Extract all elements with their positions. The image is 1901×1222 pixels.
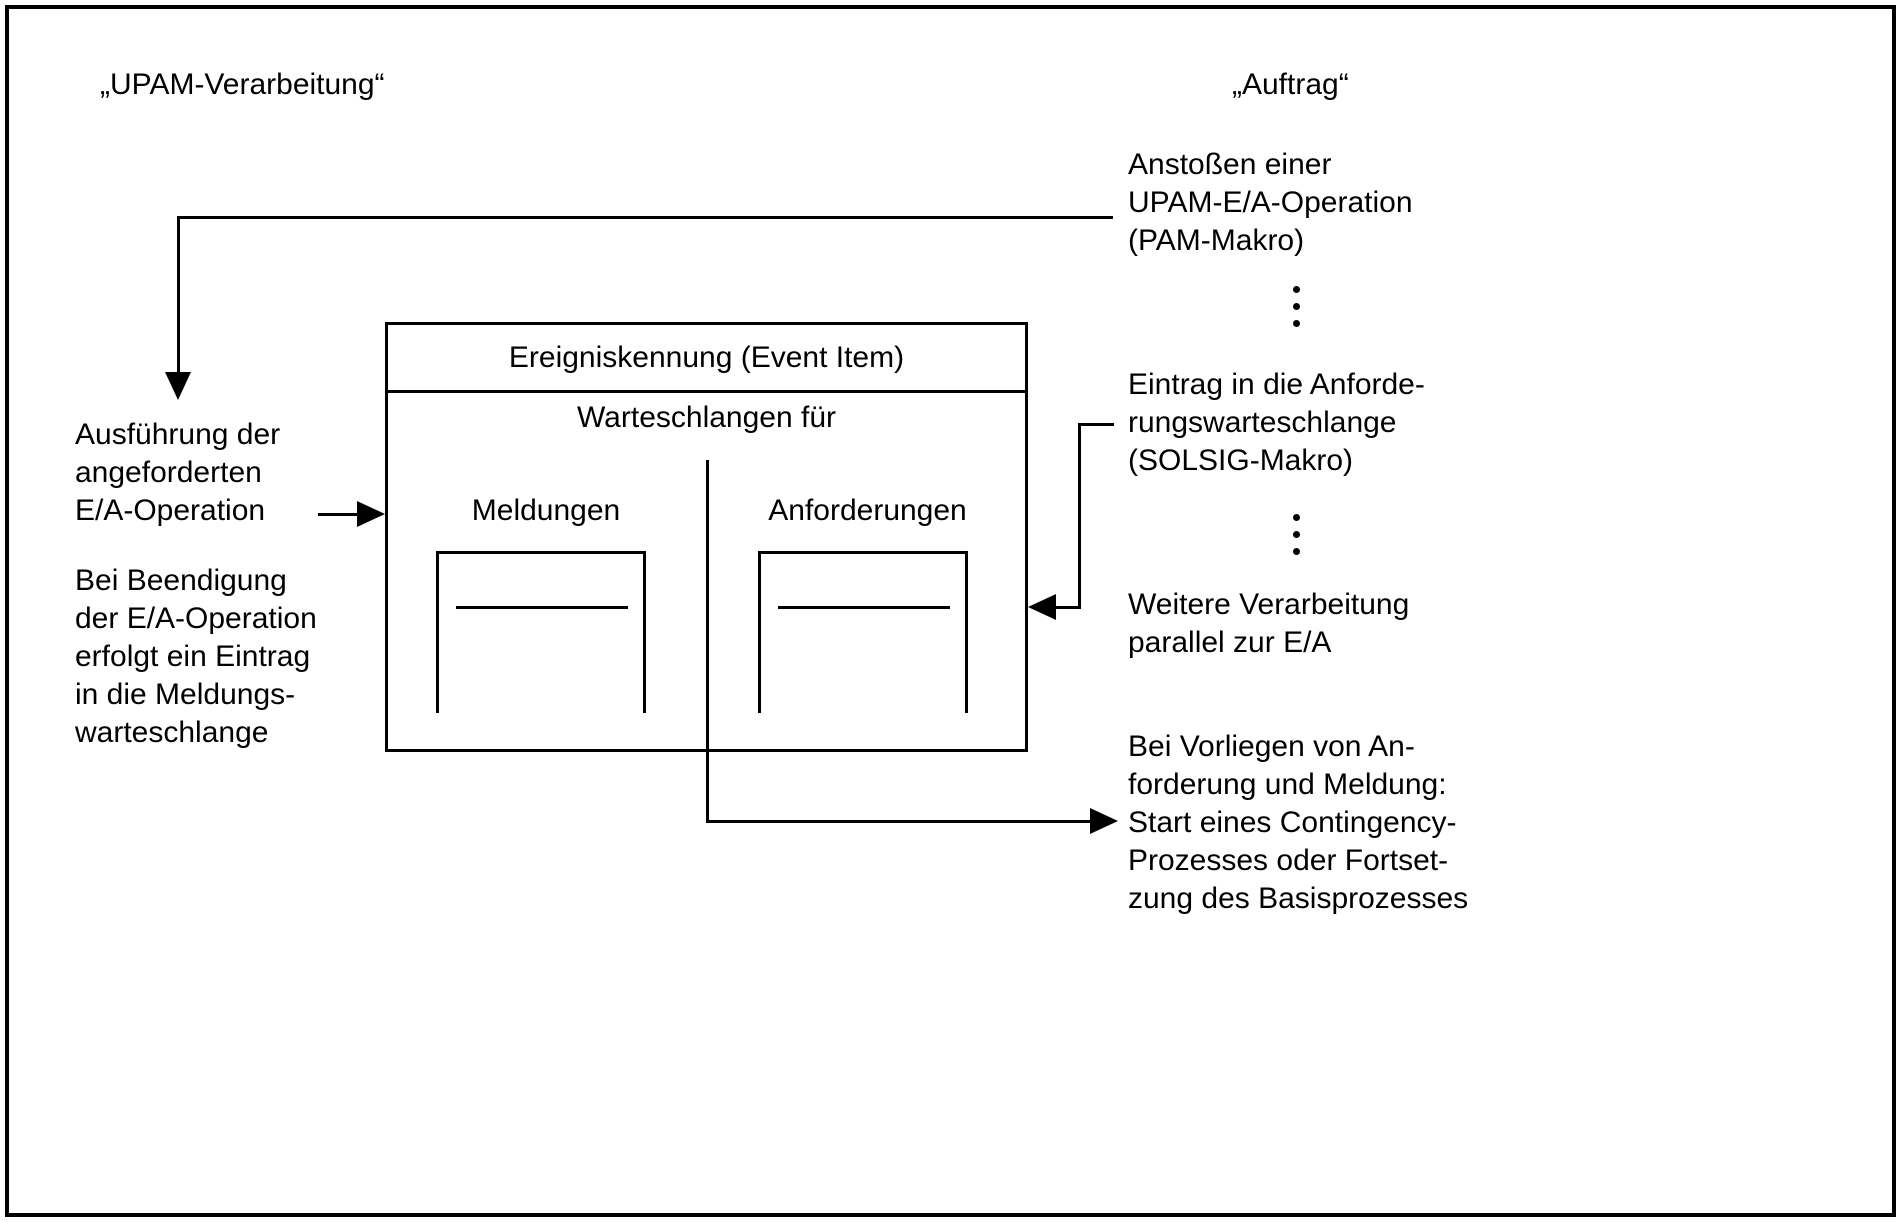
queue-anforderungen-top-line: [758, 551, 968, 554]
title-upam-verarbeitung: „UPAM-Verarbeitung“: [100, 68, 385, 101]
dot: [1292, 303, 1300, 310]
dot: [1292, 548, 1300, 555]
text-line: Bei Beendigung: [75, 564, 287, 597]
text-line: in die Meldungs-: [75, 678, 296, 711]
arrow-contingency-arrowhead-right: [1090, 808, 1118, 834]
queue-meldungen-entry-line: [456, 606, 628, 609]
text-execution-io: Ausführung der angeforderten E/A-Operati…: [75, 416, 280, 530]
arrow-entry-horizontal-line: [1054, 606, 1081, 609]
event-box-subtitle: Warteschlangen für: [576, 401, 836, 434]
text-line: angeforderten: [75, 456, 262, 489]
text-line: (SOLSIG-Makro): [1128, 444, 1354, 477]
text-line: der E/A-Operation: [75, 602, 317, 635]
text-line: UPAM-E/A-Operation: [1128, 186, 1413, 219]
text-line: Anstoßen einer: [1128, 148, 1332, 181]
text-entry-request-queue: Eintrag in die Anforde- rungswarteschlan…: [1128, 366, 1425, 480]
queue-anforderungen-left-line: [758, 551, 761, 713]
text-line: (PAM-Makro): [1128, 224, 1305, 257]
dot: [1292, 531, 1300, 538]
text-line: forderung und Meldung:: [1128, 768, 1447, 801]
text-line: E/A-Operation: [75, 494, 266, 527]
text-contingency-start: Bei Vorliegen von An- forderung und Meld…: [1128, 728, 1468, 918]
arrow-trigger-horizontal-line: [177, 216, 1113, 219]
text-line: Start eines Contingency-: [1128, 806, 1457, 839]
dot: [1292, 286, 1300, 293]
text-parallel-processing: Weitere Verarbeitung parallel zur E/A: [1128, 586, 1409, 662]
queue-meldungen-right-line: [643, 551, 646, 713]
text-line: erfolgt ein Eintrag: [75, 640, 311, 673]
arrow-trigger-arrowhead-down: [165, 372, 191, 400]
dot: [1292, 514, 1300, 521]
text-line: rungswarteschlange: [1128, 406, 1397, 439]
queue-label-meldungen: Meldungen: [471, 494, 621, 527]
text-completion-message-entry: Bei Beendigung der E/A-Operation erfolgt…: [75, 562, 317, 752]
dot: [1292, 320, 1300, 327]
queue-divider-line: [706, 460, 709, 822]
queue-anforderungen-right-line: [965, 551, 968, 713]
arrow-execution-line: [318, 513, 358, 516]
arrow-entry-stub-line: [1078, 423, 1114, 426]
title-auftrag: „Auftrag“: [1232, 68, 1349, 101]
text-line: parallel zur E/A: [1128, 626, 1332, 659]
text-line: Eintrag in die Anforde-: [1128, 368, 1425, 401]
text-line: Weitere Verarbeitung: [1128, 588, 1410, 621]
arrow-execution-arrowhead-right: [357, 501, 385, 527]
vertical-ellipsis-icon: [1292, 514, 1300, 565]
queue-meldungen-left-line: [436, 551, 439, 713]
text-trigger-upam-io: Anstoßen einer UPAM-E/A-Operation (PAM-M…: [1128, 146, 1413, 260]
text-line: Bei Vorliegen von An-: [1128, 730, 1415, 763]
arrow-entry-vertical-line: [1078, 423, 1081, 609]
vertical-ellipsis-icon: [1292, 286, 1300, 337]
arrow-entry-arrowhead-left: [1028, 594, 1056, 620]
arrow-contingency-line: [706, 820, 1090, 823]
queue-meldungen-top-line: [436, 551, 646, 554]
queue-anforderungen-entry-line: [778, 606, 950, 609]
text-line: Prozesses oder Fortset-: [1128, 844, 1449, 877]
text-line: warteschlange: [75, 716, 269, 749]
arrow-trigger-vertical-line: [177, 216, 180, 372]
text-line: zung des Basisprozesses: [1128, 882, 1469, 915]
queue-label-anforderungen: Anforderungen: [768, 494, 967, 527]
text-line: Ausführung der: [75, 418, 281, 451]
event-box-header: Ereigniskennung (Event Item): [388, 325, 1025, 393]
